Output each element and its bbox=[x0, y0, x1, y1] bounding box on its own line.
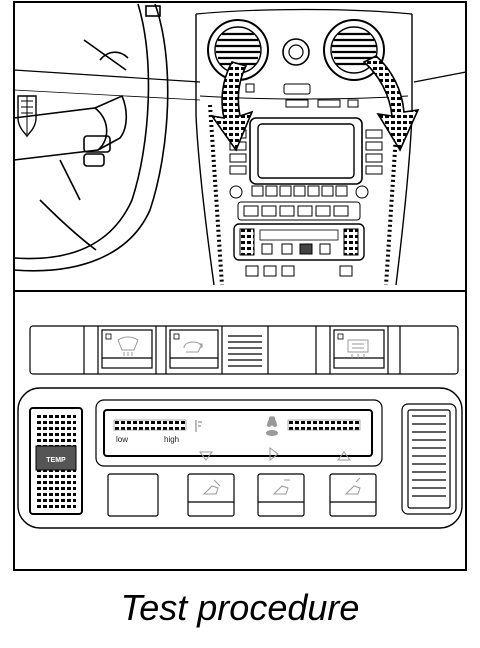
temp-button-label: TEMP bbox=[46, 457, 66, 464]
upper-button-strip bbox=[29, 325, 459, 375]
upper-switch-row bbox=[245, 83, 359, 108]
thermometer-icon bbox=[195, 420, 202, 432]
figure-frame bbox=[13, 1, 467, 571]
mode-right-indicator-icon bbox=[269, 447, 279, 461]
climate-display: low high bbox=[95, 399, 383, 467]
scale-high-label: high bbox=[164, 435, 179, 444]
mode-buttons bbox=[107, 473, 377, 517]
fan-icon bbox=[266, 416, 278, 436]
recirculation-icon bbox=[183, 341, 203, 353]
figure-caption: Test procedure bbox=[120, 587, 360, 628]
fan-rocker-switch bbox=[401, 403, 457, 515]
temp-rocker-switch: TEMP bbox=[29, 407, 83, 515]
lower-console-controls bbox=[233, 201, 365, 277]
mode-up-indicator-icon bbox=[337, 451, 351, 461]
dashboard-overview bbox=[13, 3, 467, 286]
climate-panel-detail: TEMP low high bbox=[17, 325, 463, 529]
temperature-bar bbox=[113, 419, 187, 431]
face-mode-icon bbox=[272, 479, 290, 495]
scale-low-label: low bbox=[116, 435, 128, 444]
right-airflow-down-arrow-icon bbox=[362, 55, 420, 152]
fan-speed-bar bbox=[287, 419, 361, 431]
left-air-vent-icon bbox=[207, 19, 269, 81]
pcm-display bbox=[229, 117, 383, 199]
hazard-knob bbox=[282, 38, 310, 66]
climate-control-panel bbox=[17, 387, 463, 529]
left-airflow-down-arrow-icon bbox=[210, 61, 254, 152]
footwell-mode-icon bbox=[202, 479, 221, 495]
steering-wheel-icon bbox=[13, 3, 169, 272]
mode-down-indicator-icon bbox=[199, 451, 213, 461]
windshield-mode-icon bbox=[344, 477, 361, 495]
defrost-icon bbox=[117, 336, 139, 356]
rear-defrost-icon bbox=[347, 339, 369, 358]
